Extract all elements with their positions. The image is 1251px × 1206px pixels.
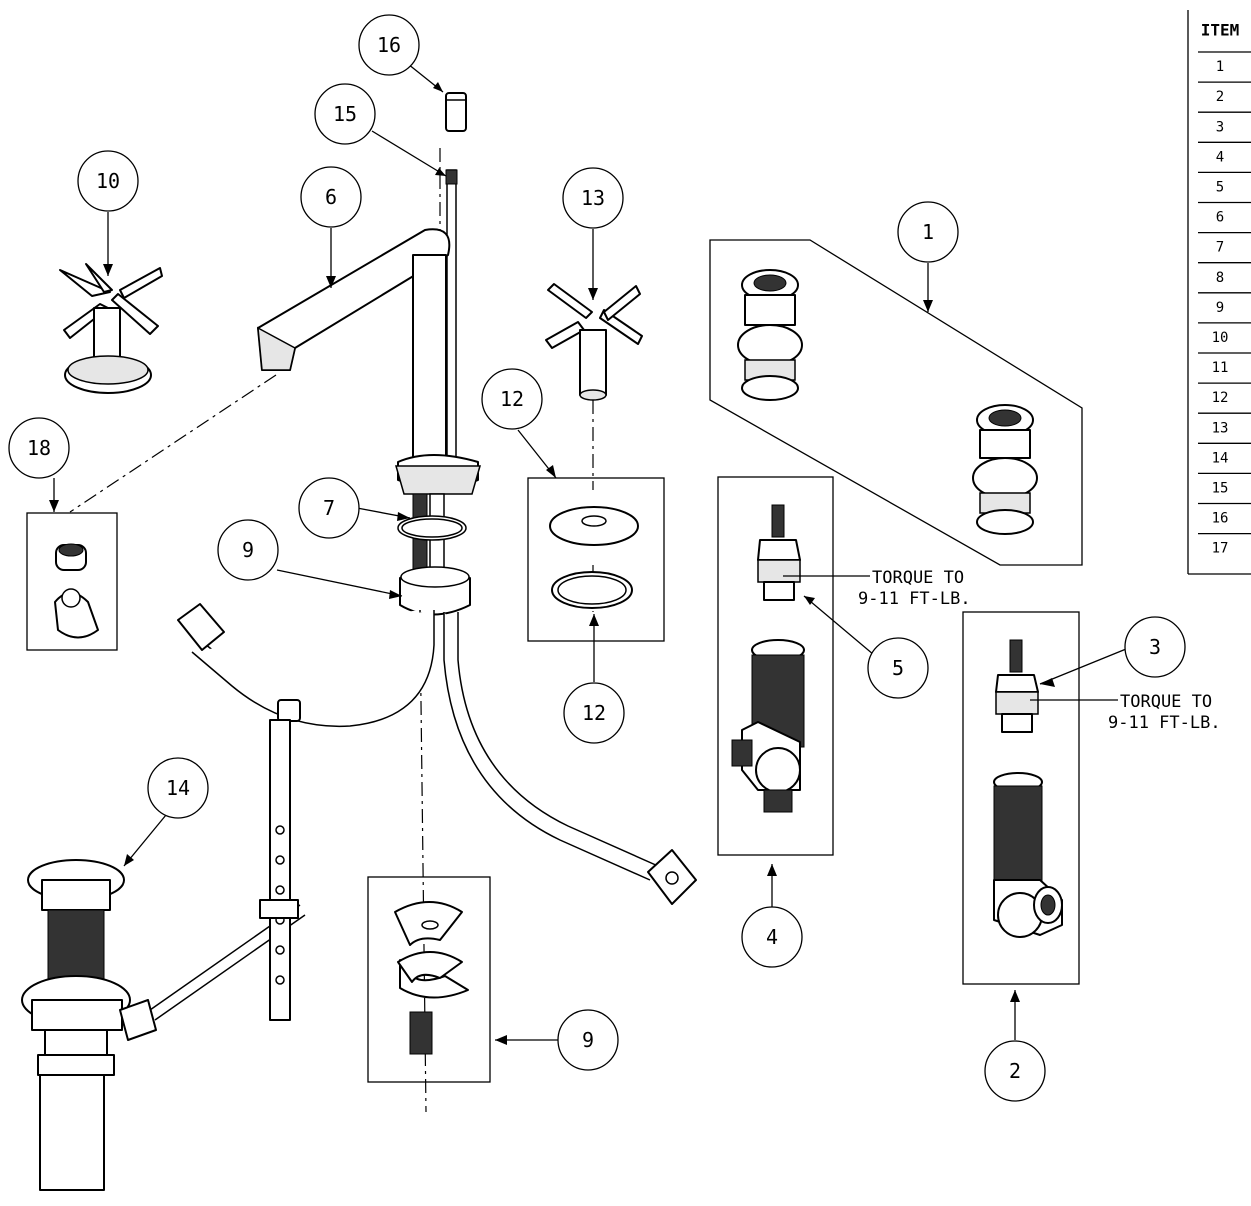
callout-18[interactable]: 18 bbox=[8, 417, 70, 479]
parts-table-item-6: 6 bbox=[1216, 210, 1224, 226]
callout-9-top[interactable]: 9 bbox=[217, 519, 279, 581]
part-13-cross-handle bbox=[545, 283, 643, 401]
svg-text:9: 9 bbox=[242, 538, 254, 562]
svg-text:2: 2 bbox=[1009, 1059, 1021, 1083]
parts-table-item-12: 12 bbox=[1212, 390, 1229, 406]
svg-text:9: 9 bbox=[582, 1028, 594, 1052]
part-6-spout bbox=[257, 228, 481, 495]
svg-text:10: 10 bbox=[96, 169, 120, 193]
parts-table-item-3: 3 bbox=[1216, 119, 1224, 135]
svg-text:16: 16 bbox=[377, 33, 401, 57]
svg-text:12: 12 bbox=[582, 701, 606, 725]
supply-hoses bbox=[177, 603, 697, 905]
parts-table-item-15: 15 bbox=[1212, 480, 1229, 496]
part-9-mount-ring bbox=[399, 566, 471, 616]
parts-table-item-7: 7 bbox=[1216, 240, 1224, 256]
callout-bubbles: 16 15 10 6 13 1 12 12 18 7 9 5 3 14 4 9 … bbox=[8, 14, 1186, 1102]
callout-4[interactable]: 4 bbox=[741, 906, 803, 968]
leader-arrowheads bbox=[49, 82, 1055, 1045]
callout-12-bottom[interactable]: 12 bbox=[563, 682, 625, 744]
callout-14[interactable]: 14 bbox=[147, 757, 209, 819]
part-2-box bbox=[962, 611, 1080, 985]
svg-text:7: 7 bbox=[323, 496, 335, 520]
parts-table-item-5: 5 bbox=[1216, 179, 1224, 195]
part-10-cross-handle bbox=[59, 263, 163, 394]
callout-12-top[interactable]: 12 bbox=[481, 368, 543, 430]
svg-text:12: 12 bbox=[500, 387, 524, 411]
cartridge-3 bbox=[995, 639, 1039, 733]
svg-text:18: 18 bbox=[27, 436, 51, 460]
torque-note-5-line2: 9-11 FT-LB. bbox=[858, 589, 971, 609]
valve-body-4 bbox=[731, 639, 805, 813]
callout-16[interactable]: 16 bbox=[358, 14, 420, 76]
parts-table-item-11: 11 bbox=[1212, 360, 1229, 376]
parts-table-item-9: 9 bbox=[1216, 300, 1224, 316]
part-1-box bbox=[709, 239, 1083, 566]
callout-15[interactable]: 15 bbox=[314, 83, 376, 145]
drain-fitting-upper bbox=[737, 269, 803, 401]
svg-text:6: 6 bbox=[325, 185, 337, 209]
svg-text:13: 13 bbox=[581, 186, 605, 210]
drain-fitting-lower bbox=[972, 404, 1038, 535]
torque-note-5-line1: TORQUE TO bbox=[872, 568, 964, 588]
callout-3[interactable]: 3 bbox=[1124, 616, 1186, 678]
cartridge-5 bbox=[757, 504, 801, 601]
torque-note-3-line1: TORQUE TO bbox=[1120, 692, 1212, 712]
part-16-cap bbox=[445, 92, 467, 132]
callout-9-bottom[interactable]: 9 bbox=[557, 1009, 619, 1071]
svg-text:3: 3 bbox=[1149, 635, 1161, 659]
svg-text:15: 15 bbox=[333, 102, 357, 126]
part-18-box bbox=[26, 512, 118, 651]
parts-table-item-2: 2 bbox=[1216, 89, 1224, 105]
part-12-box bbox=[527, 477, 665, 642]
callout-2[interactable]: 2 bbox=[984, 1040, 1046, 1102]
parts-table-item-13: 13 bbox=[1212, 420, 1229, 436]
callout-10[interactable]: 10 bbox=[77, 150, 139, 212]
parts-table-header: ITEM bbox=[1201, 21, 1240, 40]
torque-notes: TORQUE TO 9-11 FT-LB. TORQUE TO 9-11 FT-… bbox=[858, 568, 1221, 733]
callout-6[interactable]: 6 bbox=[300, 166, 362, 228]
svg-text:1: 1 bbox=[922, 220, 934, 244]
part-7-shank bbox=[397, 493, 467, 587]
callout-13[interactable]: 13 bbox=[562, 167, 624, 229]
parts-table-item-16: 16 bbox=[1212, 511, 1229, 527]
parts-table-item-8: 8 bbox=[1216, 270, 1224, 286]
svg-text:4: 4 bbox=[766, 925, 778, 949]
svg-text:5: 5 bbox=[892, 656, 904, 680]
parts-table-item-1: 1 bbox=[1216, 59, 1224, 75]
parts-table-item-10: 10 bbox=[1212, 330, 1229, 346]
part-9-box bbox=[367, 876, 491, 1083]
part-14-popup-drain bbox=[21, 859, 306, 1191]
callout-1[interactable]: 1 bbox=[897, 201, 959, 263]
callout-7[interactable]: 7 bbox=[298, 477, 360, 539]
torque-note-3-line2: 9-11 FT-LB. bbox=[1108, 713, 1221, 733]
parts-table-item-17: 17 bbox=[1212, 541, 1229, 557]
valve-body-2 bbox=[993, 772, 1063, 938]
callout-5[interactable]: 5 bbox=[867, 637, 929, 699]
svg-text:14: 14 bbox=[166, 776, 190, 800]
part-15-lift-rod bbox=[445, 169, 458, 491]
parts-table-item-4: 4 bbox=[1216, 149, 1224, 165]
part-4-box bbox=[717, 476, 834, 856]
lift-strap bbox=[259, 699, 301, 1021]
parts-table-item-14: 14 bbox=[1212, 450, 1229, 466]
